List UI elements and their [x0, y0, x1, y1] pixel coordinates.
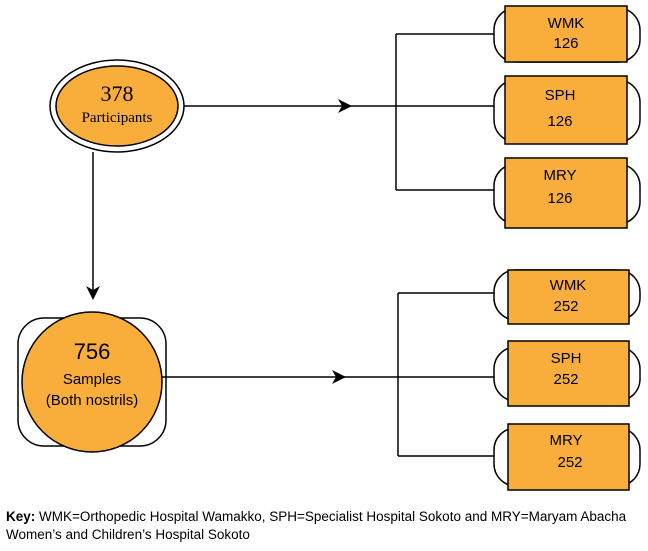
- key-text: WMK=Orthopedic Hospital Wamakko, SPH=Spe…: [6, 509, 627, 542]
- samples-node: 756 Samples (Both nostrils): [17, 311, 167, 453]
- site-value: 252: [553, 371, 578, 388]
- site-code: WMK: [550, 277, 587, 294]
- site-code: MRY: [549, 432, 582, 449]
- participants-count: 378: [101, 81, 134, 106]
- site-value: 252: [553, 298, 578, 315]
- sample-site-mry: MRY 252: [493, 423, 641, 491]
- key-label: Key:: [6, 509, 36, 524]
- site-code: SPH: [545, 87, 576, 104]
- participants-label: Participants: [82, 110, 153, 126]
- site-value: 126: [547, 190, 572, 207]
- site-value: 252: [557, 454, 582, 471]
- participant-site-sph: SPH 126: [493, 75, 641, 145]
- samples-count: 756: [74, 339, 111, 364]
- samples-branch: [162, 292, 498, 457]
- site-code: MRY: [543, 167, 576, 184]
- sample-site-wmk: WMK 252: [493, 269, 641, 325]
- participant-site-wmk: WMK 126: [493, 5, 641, 63]
- key-legend: Key: WMK=Orthopedic Hospital Wamakko, SP…: [6, 508, 646, 544]
- sample-site-sph: SPH 252: [493, 340, 641, 407]
- participants-branch: [184, 33, 498, 191]
- samples-label-line2: (Both nostrils): [46, 392, 139, 409]
- participant-site-mry: MRY 126: [493, 157, 641, 229]
- site-code: SPH: [551, 350, 582, 367]
- site-code: WMK: [548, 15, 585, 32]
- flow-diagram: 378 Participants 756 Samples (Both nostr…: [17, 5, 641, 491]
- samples-label-line1: Samples: [63, 371, 121, 388]
- site-value: 126: [547, 113, 572, 130]
- participants-node: 378 Participants: [49, 59, 185, 153]
- site-value: 126: [553, 35, 578, 52]
